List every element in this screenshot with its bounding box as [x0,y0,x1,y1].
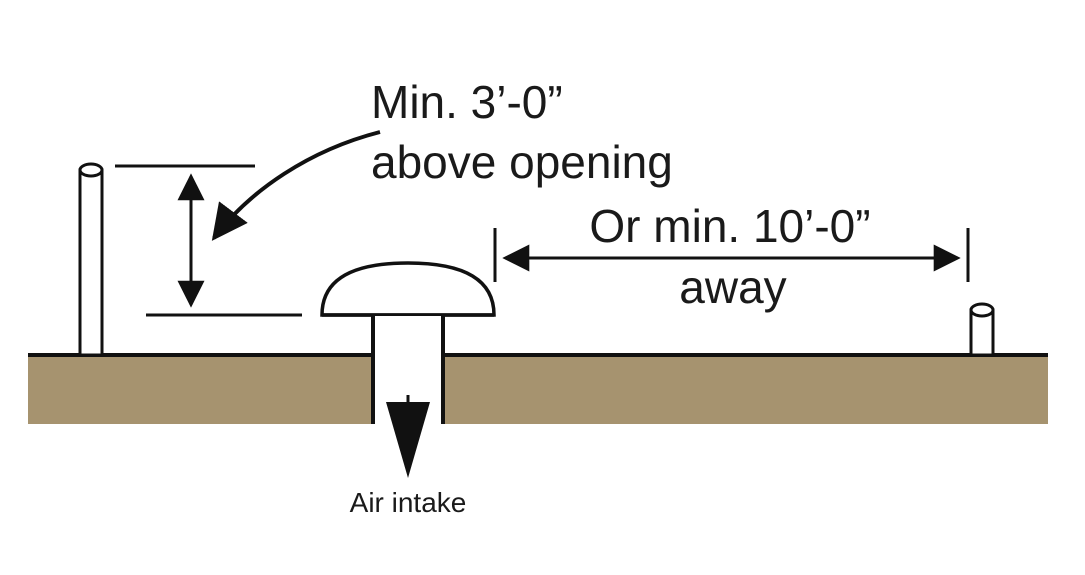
ground-soil [28,356,1048,424]
short-vent-pipe [969,302,995,357]
horizontal-clearance-label-line2: away [679,261,786,313]
tall-vent-pipe [78,162,104,357]
air-flow-arrow-icon [386,395,430,478]
horizontal-clearance-label-line1: Or min. 10’-0” [589,200,870,252]
air-intake-label: Air intake [350,487,467,518]
curved-callout-arrow [211,130,381,241]
vertical-clearance-label-line2: above opening [371,136,673,188]
vertical-clearance-label-line1: Min. 3’-0” [371,76,563,128]
